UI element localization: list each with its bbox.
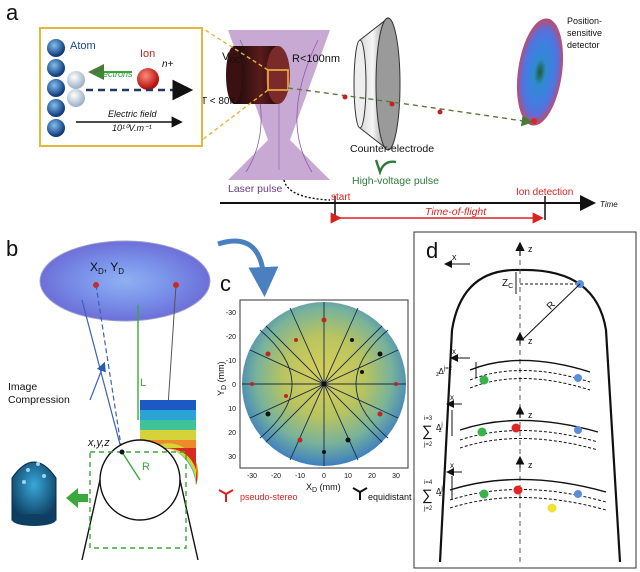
x-tick-label: 10	[344, 473, 352, 480]
panel-a: a VDC R<100nm T < 80K	[6, 0, 618, 224]
panel-b-label: b	[6, 236, 18, 261]
sum3-top: i=4	[424, 480, 433, 486]
z-label-4: z	[528, 460, 533, 470]
y-ticks: -30 -20 -10 0 10 20 30	[226, 310, 236, 461]
xyz-label: x,y,z	[87, 437, 110, 449]
ion-detection-label: Ion detection	[516, 187, 573, 198]
x-tick-label: 20	[368, 473, 376, 480]
y-tick-label: 0	[232, 382, 236, 389]
detector-label-3: detector	[567, 40, 600, 50]
high-voltage-label: High-voltage pulse	[352, 175, 439, 187]
legend-equi-label: equidistant	[368, 492, 412, 502]
L-label: L	[140, 377, 146, 389]
detector-map-disc	[39, 240, 211, 322]
time-of-flight-label: Time-of-flight	[425, 206, 487, 218]
vdc-label: VDC	[222, 51, 241, 65]
x-label-2: x	[452, 347, 456, 356]
z-label-3: z	[528, 410, 533, 420]
zc-label: ZC	[502, 278, 513, 290]
legend-stereo-label: pseudo-stereo	[240, 492, 298, 502]
sum3-sigma: ∑	[422, 487, 433, 504]
green-arrow	[66, 488, 88, 508]
x-tick-label: -10	[295, 473, 305, 480]
detector-label-2: sensitive	[567, 28, 602, 38]
voltage-pulse-icon	[374, 159, 397, 176]
x-tick-label: 30	[392, 473, 400, 480]
x-label-1: x	[452, 252, 457, 262]
panel-c-label: c	[220, 271, 231, 296]
panel-d-label: d	[426, 238, 438, 263]
stereo-marker-icon	[218, 489, 234, 502]
x-tick-label: -20	[271, 473, 281, 480]
y-tick-label: 20	[228, 430, 236, 437]
x-axis-label: XD (mm)	[306, 482, 341, 494]
detector-label-1: Position-	[567, 16, 602, 26]
x-tick-label: 0	[322, 473, 326, 480]
charge-label: n+	[162, 59, 174, 70]
specimen-tip	[226, 46, 290, 104]
sum2-sigma: ∑	[422, 423, 433, 440]
y-tick-label: 30	[228, 454, 236, 461]
tip-zoom-box	[267, 69, 289, 91]
time-axis-label: Time	[600, 200, 618, 209]
y-tick-label: -30	[226, 310, 236, 317]
ion-trajectory	[287, 87, 533, 127]
y-axis-label: YD (mm)	[216, 361, 228, 396]
x-tick-label: -30	[247, 473, 257, 480]
x-label-4: x	[450, 461, 454, 470]
counter-electrode	[353, 16, 401, 152]
temperature-label: T < 80K	[201, 96, 236, 107]
panel-c: c	[216, 271, 412, 502]
y-tick-label: -20	[226, 334, 236, 341]
panel-b: b XD, YD Image Compression L R x,y,z	[6, 236, 279, 561]
panel-a-label: a	[6, 0, 19, 25]
field-label: Electric field	[108, 109, 158, 119]
sum3-bot: j=2	[423, 506, 433, 512]
detector-disc	[516, 18, 564, 126]
radius-label: R<100nm	[292, 53, 340, 65]
z-label-2: z	[528, 336, 533, 346]
equi-marker-icon	[352, 487, 368, 500]
sum2-top: i=3	[424, 416, 433, 422]
x-label-3: x	[450, 393, 454, 402]
laser-pulse-label: Laser pulse	[228, 183, 282, 195]
z-label-1: z	[528, 244, 533, 254]
electrons-label: electrons	[96, 69, 133, 79]
field-value: 10¹⁰V.m⁻¹	[112, 123, 152, 133]
counter-electrode-label: Counter-electrode	[350, 143, 434, 155]
y-tick-label: 10	[228, 406, 236, 413]
x-ticks: -30 -20 -10 0 10 20 30	[247, 473, 400, 480]
sum2-bot: j=2	[423, 442, 433, 448]
curved-arrow	[217, 238, 279, 297]
legend-equi: equidistant	[352, 487, 412, 502]
y-tick-label: -10	[226, 358, 236, 365]
reconstruction-sample	[11, 461, 57, 526]
image-compression-label-2: Compression	[8, 394, 70, 406]
ion-label: Ion	[140, 48, 155, 60]
zoom-box	[89, 451, 187, 549]
image-compression-label-1: Image	[8, 381, 37, 393]
pole-points	[250, 317, 398, 454]
atom-inset: Atom Ion n+ electrons Electric field 10¹…	[39, 27, 203, 147]
R-label: R	[142, 461, 150, 473]
xdyd-label: XD, YD	[90, 260, 124, 276]
start-label: start	[331, 192, 351, 203]
legend-stereo: pseudo-stereo	[218, 489, 298, 502]
atom-label: Atom	[70, 40, 96, 52]
